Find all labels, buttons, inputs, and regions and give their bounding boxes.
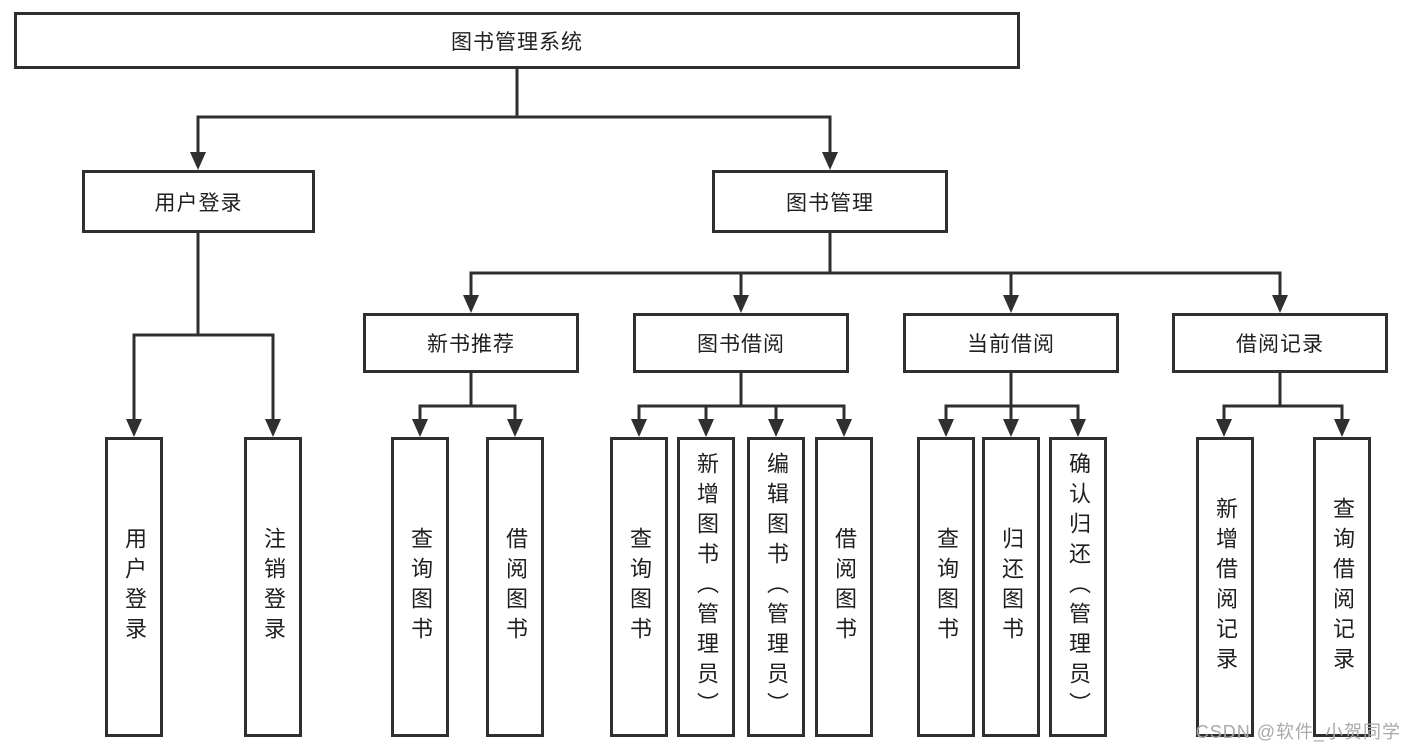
leaf-query-borrow-record: 查询借阅记录 bbox=[1313, 437, 1371, 737]
node-borrow-records: 借阅记录 bbox=[1172, 313, 1388, 373]
leaf-add-book-admin: 新增图书（管理员） bbox=[677, 437, 735, 737]
node-user-login: 用户登录 bbox=[82, 170, 315, 233]
leaf-edit-book-admin: 编辑图书（管理员） bbox=[747, 437, 805, 737]
leaf-add-borrow-record: 新增借阅记录 bbox=[1196, 437, 1254, 737]
leaf-query-books-borrow: 查询图书 bbox=[610, 437, 668, 737]
leaf-borrow-books-recommend: 借阅图书 bbox=[486, 437, 544, 737]
node-new-book-recommend: 新书推荐 bbox=[363, 313, 579, 373]
node-root: 图书管理系统 bbox=[14, 12, 1020, 69]
node-current-borrow: 当前借阅 bbox=[903, 313, 1119, 373]
node-book-management: 图书管理 bbox=[712, 170, 948, 233]
leaf-user-login: 用户登录 bbox=[105, 437, 163, 737]
leaf-confirm-return-admin: 确认归还（管理员） bbox=[1049, 437, 1107, 737]
leaf-borrow-books: 借阅图书 bbox=[815, 437, 873, 737]
node-book-borrow: 图书借阅 bbox=[633, 313, 849, 373]
leaf-query-books-current: 查询图书 bbox=[917, 437, 975, 737]
leaf-logout: 注销登录 bbox=[244, 437, 302, 737]
csdn-watermark: CSDN @软件_小贺同学 bbox=[1195, 722, 1401, 742]
leaf-return-book: 归还图书 bbox=[982, 437, 1040, 737]
leaf-query-books-recommend: 查询图书 bbox=[391, 437, 449, 737]
